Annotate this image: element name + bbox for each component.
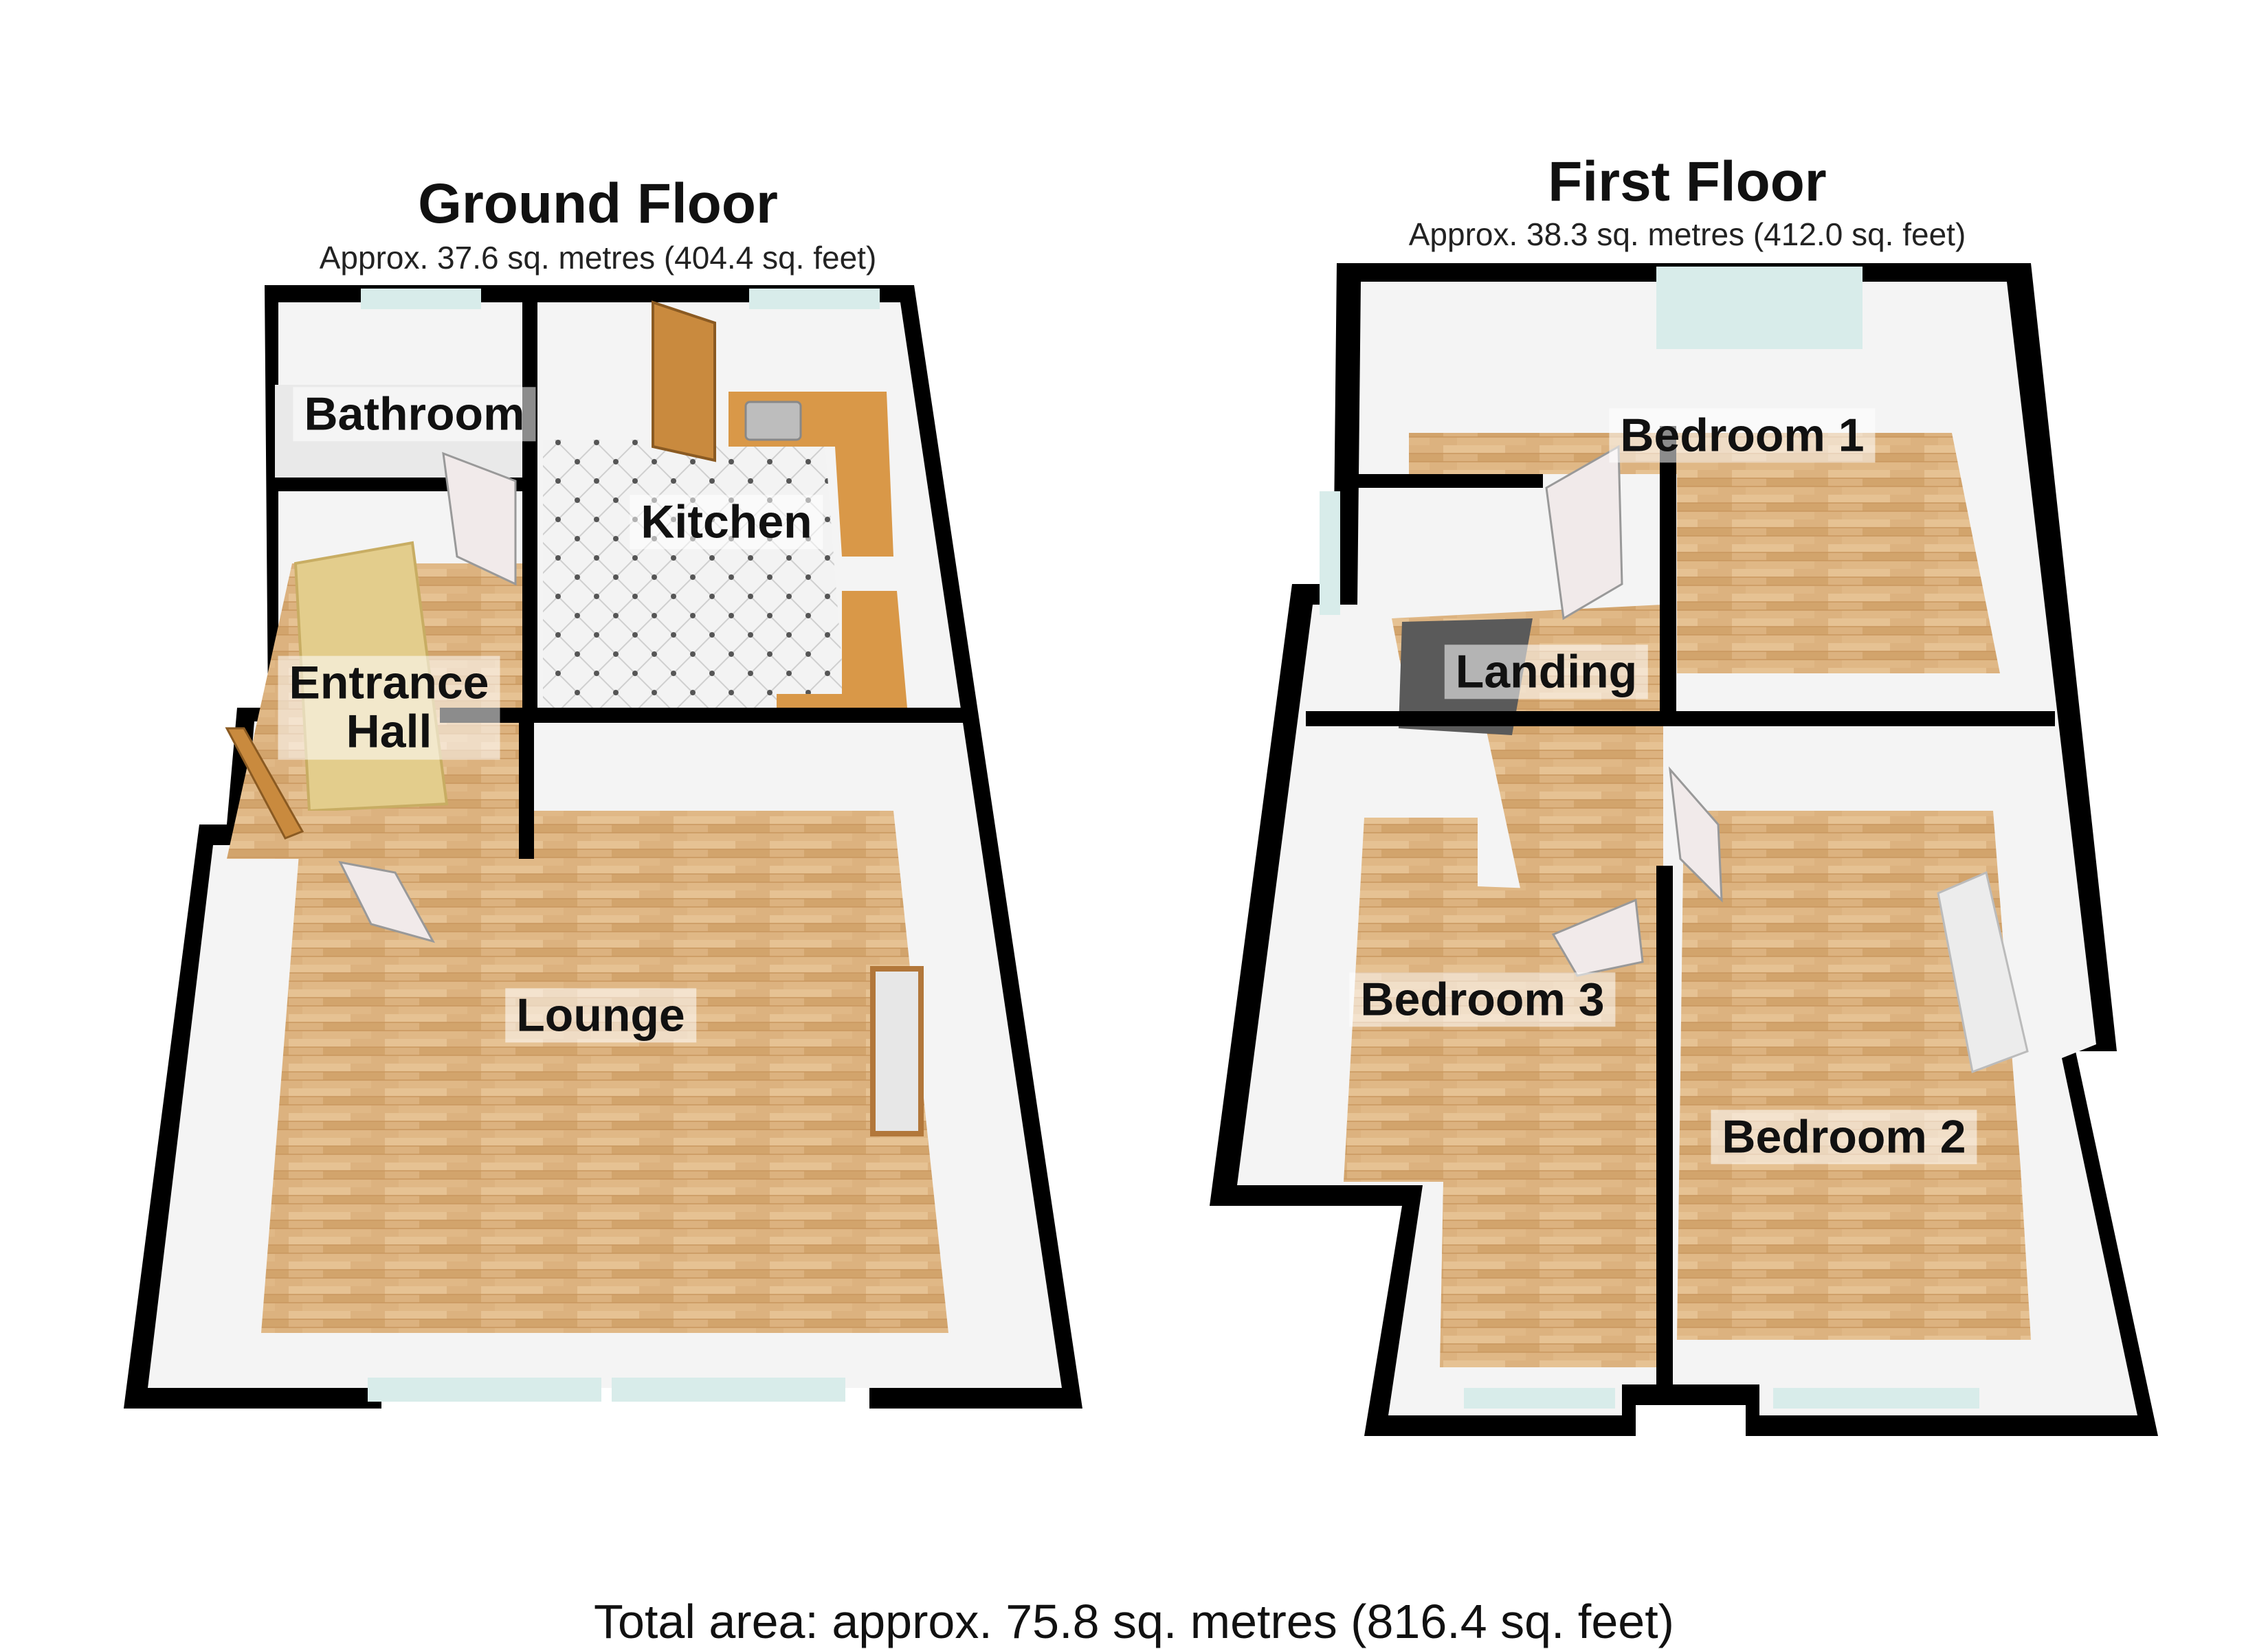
- first-window-side: [1320, 491, 1340, 615]
- bedroom-2-floor: [1677, 811, 2031, 1340]
- kitchen-floor: [543, 440, 845, 708]
- lounge-door: [338, 860, 436, 943]
- first-floor-area: Approx. 38.3 sq. metres (412.0 sq. feet): [1408, 216, 1966, 252]
- room-label-kitchen: Kitchen: [630, 495, 823, 550]
- bedroom-2-wardrobe: [1937, 871, 2029, 1074]
- room-label-lounge: Lounge: [505, 988, 696, 1043]
- bedroom-2-door: [1668, 766, 1723, 903]
- room-label-landing: Landing: [1444, 644, 1649, 699]
- ground-window-kitchen: [749, 289, 880, 309]
- first-window-bedroom-3: [1464, 1388, 1615, 1409]
- first-window-bedroom-1: [1656, 267, 1863, 349]
- bedroom-3-door: [1551, 898, 1644, 977]
- room-label-bedroom-1: Bedroom 1: [1609, 408, 1876, 463]
- ground-partition-hall: [522, 295, 537, 721]
- ground-window-bathroom: [361, 289, 481, 309]
- bedroom-1-door: [1545, 445, 1623, 620]
- ground-floor-area: Approx. 37.6 sq. metres (404.4 sq. feet): [319, 240, 877, 276]
- ground-window-lounge-right: [612, 1378, 845, 1402]
- fireplace: [870, 966, 924, 1136]
- first-partition-landing: [1660, 426, 1676, 715]
- first-partition-bed1-bottom: [1306, 711, 2055, 726]
- ground-partition-lounge: [440, 708, 969, 723]
- first-floor-title: First Floor: [1548, 150, 1827, 213]
- first-window-bedroom-2: [1773, 1388, 1979, 1409]
- room-label-bathroom: Bathroom: [293, 387, 536, 442]
- ground-floor-title: Ground Floor: [418, 172, 778, 235]
- front-door: [225, 727, 304, 840]
- lounge-partition-stub: [519, 715, 534, 859]
- bedroom-1-floor: [1409, 433, 2000, 673]
- room-label-bedroom-2: Bedroom 2: [1711, 1110, 1977, 1165]
- room-label-bedroom-3: Bedroom 3: [1349, 972, 1616, 1027]
- first-partition-bed2: [1656, 866, 1673, 1402]
- kitchen-back-door: [652, 300, 716, 462]
- room-label-entrance-hall: Entrance Hall: [278, 655, 500, 760]
- bathroom-door: [442, 451, 517, 586]
- total-area: Total area: approx. 75.8 sq. metres (816…: [594, 1595, 1674, 1648]
- ground-floor-plan: [124, 285, 1082, 1409]
- first-partition-closet: [1337, 474, 1543, 488]
- kitchen-worktop-bottom: [777, 591, 907, 708]
- sink: [744, 401, 802, 441]
- ground-window-lounge-left: [368, 1378, 601, 1402]
